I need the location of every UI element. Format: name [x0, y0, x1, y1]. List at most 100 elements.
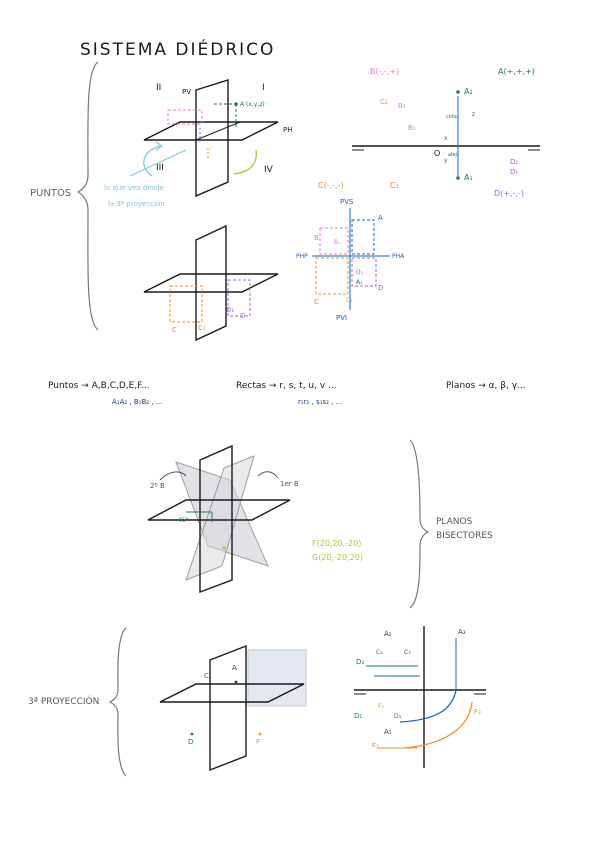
quadrant-i: I [262, 83, 265, 93]
f-rotation-arc [403, 701, 473, 749]
tercera-f: F [256, 738, 260, 746]
b-square [319, 227, 349, 255]
r-d1: D₁ [354, 712, 362, 720]
point-g: G(20,-20,20) [312, 553, 363, 562]
tp-c1: C₁ [346, 297, 353, 304]
tercera-a-dot [234, 680, 238, 684]
r-c3: C₃ [404, 649, 411, 656]
lower-d1: D₁ [226, 306, 234, 314]
alej-label: alej [448, 152, 457, 158]
angle-label: 45° [178, 517, 189, 524]
tercera-a: A [232, 664, 237, 672]
ph-label: PH [283, 126, 293, 134]
notation-rectas-sub: r₁r₂ , s₁s₂ , ... [298, 398, 342, 406]
lower-horizontal-plane [143, 273, 279, 293]
bisectores-brace [409, 439, 430, 609]
pv-label: PV [182, 88, 191, 96]
r-d3: D₃ [394, 713, 402, 720]
point-a-label: A (x,y,z) [240, 101, 265, 108]
cyan-rotation-arrow [143, 145, 161, 177]
profile-plane [247, 649, 307, 707]
notation-puntos-sub: A₁A₂ , B₁B₂ , ... [112, 398, 162, 406]
tercera-d-dot [190, 732, 194, 736]
third-projection-planes: PVS PVI PHP PHA A A₁ B B₁ C C₁ D D₁ [296, 198, 405, 322]
cyan-pointer [129, 149, 187, 177]
quadrant-iii: III [156, 163, 164, 173]
tercera-label: 3ª PROYECCIÓN [28, 695, 99, 707]
horizontal-plane [143, 121, 279, 141]
dihedral-3d-diagram: A (x,y,z) II I III IV PV PH lo que veo d… [104, 79, 293, 208]
c-square [315, 257, 349, 295]
tercera-f-dot [258, 732, 262, 736]
puntos-label: PUNTOS [30, 188, 71, 199]
lower-d-box [227, 279, 251, 317]
quadrant-iv: IV [264, 165, 274, 175]
pha-label: PHA [392, 253, 405, 260]
point-f: F(20,20,-20) [312, 539, 361, 548]
tp-d1: D₁ [356, 269, 364, 276]
pvi-label: PVI [336, 314, 347, 322]
tp-c: C [314, 298, 319, 306]
tp-b1: B₁ [334, 239, 341, 246]
cyan-arrow-head [155, 141, 164, 151]
label-b2: B₂ [398, 102, 406, 110]
tercera-brace [108, 627, 127, 777]
lower-d: D [240, 312, 245, 320]
tercera-horizontal-plane [159, 683, 305, 703]
first-bisector-arrow [257, 471, 279, 479]
lower-c-box [169, 285, 203, 323]
vertical-plane [195, 79, 229, 198]
tp-a1: A₁ [356, 279, 363, 286]
puntos-brace [76, 61, 99, 331]
label-a1: A₁ [464, 173, 473, 182]
label-a: A(+,+,+) [498, 67, 535, 76]
pink-projection-box [167, 109, 203, 125]
a1-dot [456, 176, 460, 180]
bisector-horizontal-plane [147, 499, 291, 521]
label-b1: B₁ [408, 124, 416, 132]
notation-planos: Planos → α, β, γ... [446, 381, 526, 391]
label-d1: D₁ [510, 168, 518, 176]
php-label: PHP [296, 253, 308, 260]
lime-rotation-arrow [233, 149, 257, 175]
lower-c: C [172, 326, 177, 334]
r-f3: F₃ [474, 708, 481, 716]
a-square [351, 219, 375, 255]
x-label: x [444, 135, 448, 142]
notation-rectas: Rectas → r, s, t, u, v ... [236, 381, 337, 391]
r-a1: A₁ [384, 728, 392, 736]
first-bisector-label: 1er B [280, 480, 299, 488]
label-c: C(-,-,-) [318, 181, 344, 190]
a-rotation-arc [399, 689, 457, 723]
point-f-dot [222, 546, 226, 550]
tp-d: D [378, 284, 383, 292]
notation-puntos: Puntos → A,B,C,D,E,F... [48, 381, 150, 391]
page-title: SISTEMA DIÉDRICO [80, 38, 275, 60]
lower-vertical-plane [195, 224, 227, 342]
tp-a: A [378, 214, 383, 222]
z-label: z [472, 111, 475, 118]
label-a2: A₂ [464, 87, 473, 96]
dihedral-3d-lower: C C₁ D D₁ [143, 224, 279, 342]
bisectores-section: PLANOS BISECTORES 45° 2º B 1er B F(20,20… [147, 439, 493, 609]
quadrant-ii: II [156, 83, 161, 93]
pvs-label: PVS [340, 198, 354, 206]
r-d2: D₂ [356, 658, 364, 666]
tercera-section: 3ª PROYECCIÓN C A D F A₂ A₃ C₂ C₃ D₂ D₃ … [28, 626, 486, 777]
note-line-2: la 3ª proyección [108, 200, 165, 208]
point-a-dot [234, 102, 238, 106]
second-bisector-arrow [159, 471, 187, 481]
label-c1: C₁ [390, 181, 399, 190]
ground-line [195, 121, 241, 141]
tp-b: B [314, 234, 319, 242]
cota-label: cota [446, 114, 457, 120]
label-d: D(+,-,-) [494, 189, 524, 198]
bisector-vertical-plane [199, 444, 233, 594]
note-line-1: lo que veo desde [104, 184, 164, 192]
tercera-c: C [204, 672, 209, 680]
label-d2: D₂ [510, 158, 518, 166]
y-label: y [444, 157, 448, 164]
label-b: B(-,-,+) [370, 67, 399, 76]
r-a2: A₂ [384, 630, 392, 638]
